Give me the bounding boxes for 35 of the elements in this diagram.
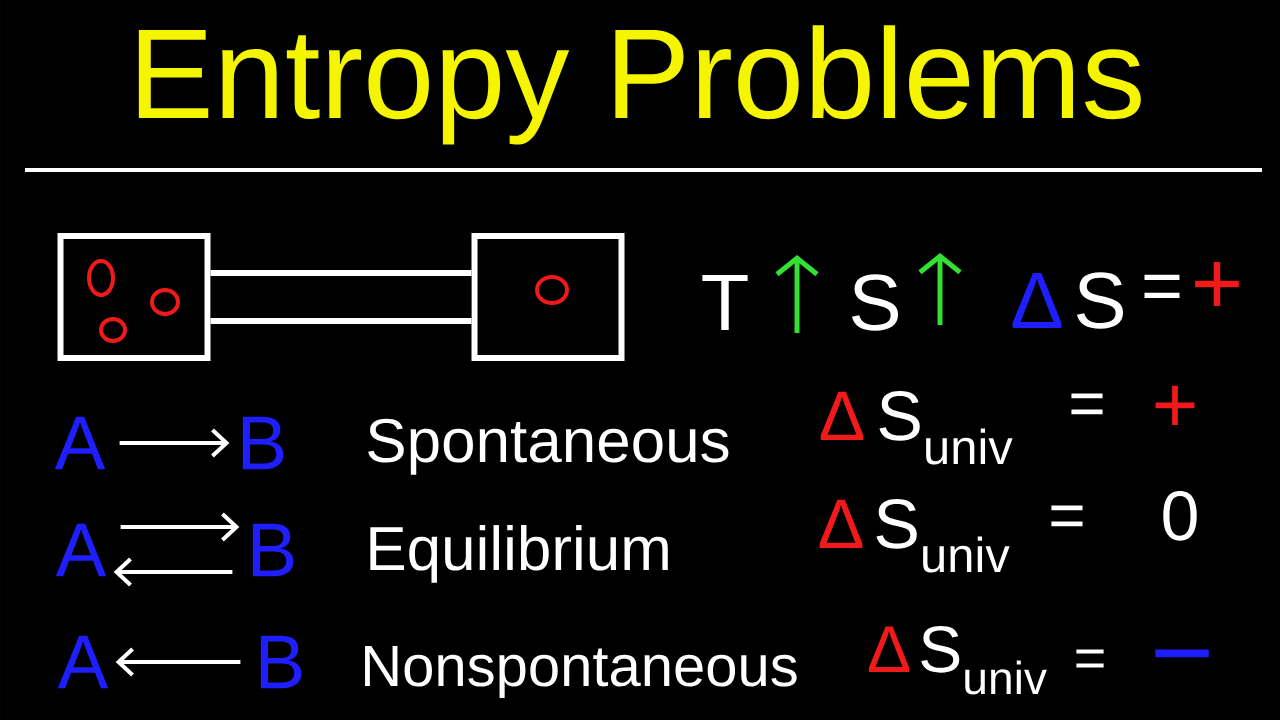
title: Entropy Problems (138, 25, 1141, 145)
variable-letter: T (702, 274, 748, 330)
minus-sign: − (1155, 649, 1209, 658)
container-box (57, 233, 211, 361)
equals-sign: = (1071, 393, 1103, 415)
arrow (115, 647, 241, 677)
zero-digit: 0 (1163, 491, 1197, 541)
delta-symbol: Δ (819, 499, 863, 548)
species-letter: A (57, 635, 109, 689)
equals-sign: = (1144, 274, 1180, 298)
state-label: Nonspontaneous (365, 646, 797, 699)
delta-symbol: Δ (868, 626, 910, 672)
delta-symbol: Δ (1012, 272, 1062, 328)
state-label: Equilibrium (370, 525, 668, 583)
arrow (120, 512, 240, 542)
container-box (471, 233, 625, 361)
connecting-tube (210, 270, 472, 324)
arrow (113, 557, 233, 587)
species-letter: B (260, 635, 302, 689)
entropy-symbol: S$_{univ}$ (879, 391, 1013, 465)
species-letter: A (54, 416, 106, 470)
delta-symbol: Δ (820, 391, 864, 440)
arrow (119, 428, 230, 458)
entropy-symbol: S$_{univ}$ (876, 499, 1010, 573)
plus-sign: + (1155, 385, 1195, 425)
entropy-symbol: S$_{univ}$ (921, 625, 1047, 695)
species-letter: B (242, 416, 284, 470)
species-letter: A (55, 523, 107, 577)
variable-letter: S (1076, 272, 1123, 329)
equals-sign: = (1076, 649, 1104, 668)
plus-sign: + (1195, 262, 1239, 307)
state-label: Spontaneous (368, 418, 729, 475)
equals-sign: = (1051, 505, 1083, 527)
species-letter: B (252, 523, 294, 577)
variable-letter: S (851, 274, 898, 331)
